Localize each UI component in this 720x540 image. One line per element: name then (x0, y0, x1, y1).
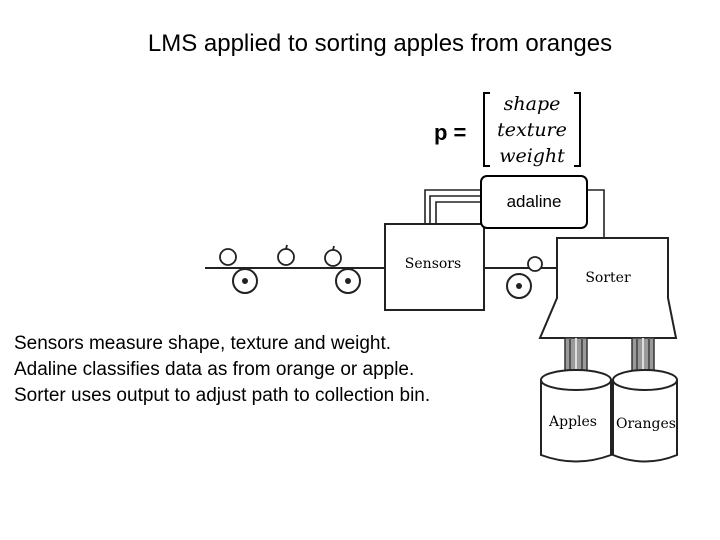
sorter-label: Sorter (585, 270, 631, 286)
caption-line: Sorter uses output to adjust path to col… (14, 385, 431, 406)
oranges-bin-label: Oranges (616, 416, 676, 432)
p-vector-equation: p = shape texture weight (434, 92, 581, 167)
right-bracket (574, 92, 581, 167)
orange-icon (219, 248, 237, 266)
vector-row-shape: shape (504, 93, 561, 115)
adaline-label: adaline (506, 192, 562, 211)
caption-text: Sensors measure shape, texture and weigh… (14, 331, 430, 409)
sorter-unit: Sorter (538, 237, 678, 377)
vector-row-texture: texture (497, 119, 567, 141)
signal-cables (424, 189, 605, 238)
apples-bin-label: Apples (548, 414, 597, 430)
vector-row-weight: weight (499, 145, 565, 167)
conveyor-belt (205, 267, 562, 299)
fruit-items (219, 244, 543, 272)
p-equals-label: p = (434, 120, 466, 145)
sensors-label: Sensors (405, 256, 461, 272)
oranges-bin: Oranges (612, 369, 678, 463)
caption-line: Adaline classifies data as from orange o… (14, 359, 415, 380)
orange-icon (527, 256, 543, 272)
caption-line: Sensors measure shape, texture and weigh… (14, 333, 392, 354)
apples-bin: Apples (540, 369, 612, 463)
slide-title: LMS applied to sorting apples from orang… (147, 30, 613, 57)
apple-icon (277, 248, 295, 266)
left-bracket (483, 92, 490, 167)
sensors-unit: Sensors (384, 223, 485, 311)
adaline-box: adaline (480, 175, 588, 229)
apple-icon (324, 249, 342, 267)
